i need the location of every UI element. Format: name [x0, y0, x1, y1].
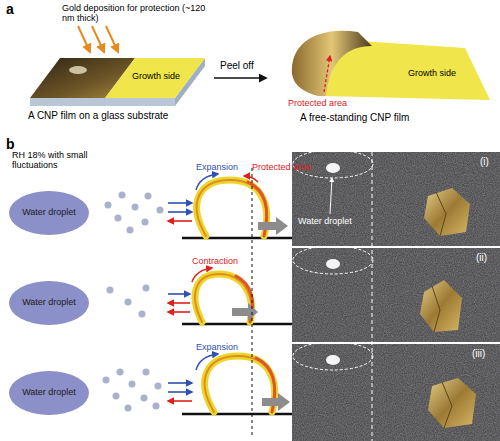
droplet-ellipse: Water droplet [8, 190, 90, 236]
caption-text: A free-standing CNP film [300, 112, 490, 124]
node-text: Water droplet [16, 208, 82, 218]
photo-label: Water droplet [298, 216, 378, 226]
area-label: Protected area [288, 98, 378, 108]
condition-note: RH 18% with small fluctuations [12, 150, 122, 171]
looped-film [195, 180, 275, 412]
droplet-shape [9, 191, 89, 235]
droplet-ellipse: Water droplet [8, 370, 90, 416]
peel-arrow [214, 77, 266, 79]
caption-text: A CNP film on a glass substrate [28, 110, 228, 122]
node-text: Water droplet [16, 298, 82, 308]
substrate-line [182, 238, 292, 414]
frame-number: (i) [480, 156, 500, 168]
droplet-shape [9, 371, 89, 415]
side-label: Growth side [408, 68, 488, 78]
step-label: Peel off [220, 60, 280, 72]
node-text: Water droplet [16, 388, 82, 398]
film-on-substrate [30, 58, 205, 106]
frame-number: (iii) [472, 348, 500, 360]
motion-label: Expansion [196, 162, 256, 172]
reference-line [252, 168, 253, 438]
frame-number: (ii) [476, 252, 500, 264]
flux-arrows [168, 203, 192, 401]
panel-label: a [6, 1, 22, 17]
deposition-arrows [78, 26, 118, 52]
motion-label: Expansion [196, 342, 256, 352]
area-label: Protected area [252, 162, 332, 172]
motion-block-arrow [232, 217, 290, 411]
photo-panels [292, 150, 500, 441]
motion-arrows [192, 174, 258, 370]
droplet-shape [9, 281, 89, 325]
motion-label: Contraction [192, 256, 262, 266]
vapour-dots [103, 192, 164, 412]
process-note: Gold deposition for protection (~120 nm … [62, 3, 212, 24]
free-standing-film [292, 31, 490, 100]
droplet-ellipse: Water droplet [8, 280, 90, 326]
panel-label: b [6, 136, 22, 152]
side-label: Growth side [132, 71, 202, 81]
